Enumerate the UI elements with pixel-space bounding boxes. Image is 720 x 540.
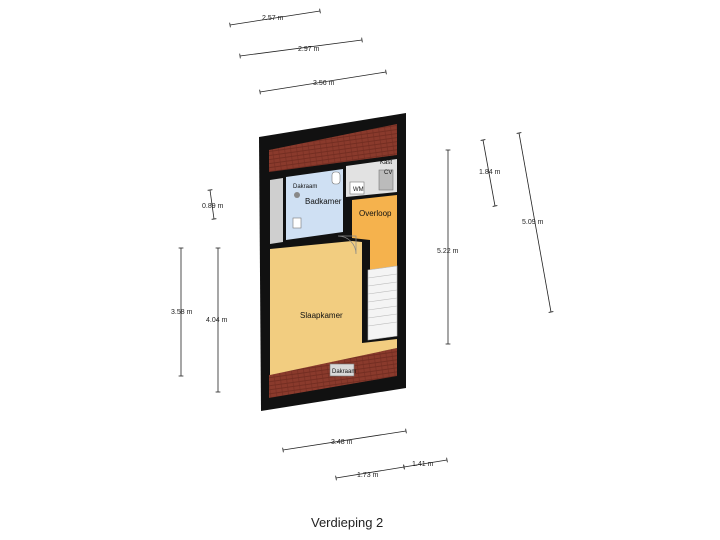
cv-unit-icon	[378, 169, 394, 191]
washing-machine-icon	[349, 181, 365, 195]
dim-right-1: 5.22 m	[437, 248, 459, 255]
dim-left-2: 4.04 m	[206, 317, 228, 324]
dim-bottom-1: 3.48 m	[331, 439, 353, 446]
dim-left-1: 3.58 m	[171, 309, 193, 316]
dim-line-bottom-2a	[335, 464, 405, 481]
door-swing-icon	[337, 235, 357, 255]
roof-tiles-top	[269, 124, 397, 172]
dim-left-short: 0.89 m	[202, 203, 224, 210]
dim-line-right-2	[480, 139, 498, 207]
landing-floor	[352, 195, 397, 270]
label-dakraam-top: Dakraam	[293, 184, 317, 190]
sink-icon	[292, 217, 302, 229]
label-dakraam-bottom: Dakraam	[332, 369, 356, 375]
storage-left	[270, 178, 283, 244]
dim-bottom-2a: 1.73 m	[357, 472, 379, 479]
dim-top-1: 2.57 m	[262, 15, 284, 22]
label-badkamer: Badkamer	[305, 197, 342, 206]
bedroom-floor	[270, 241, 397, 375]
dim-bottom-2b: 1.41 m	[412, 461, 434, 468]
dim-line-bottom-1	[282, 428, 407, 453]
stairs	[367, 265, 398, 341]
label-slaapkamer: Slaapkamer	[300, 311, 343, 320]
dim-line-top-2	[239, 37, 363, 59]
skylight-bottom-icon	[329, 363, 355, 377]
dim-line-bottom-2b	[403, 457, 448, 470]
toilet-icon	[331, 171, 341, 185]
dim-line-left-short	[207, 189, 217, 220]
dim-line-right-3	[516, 132, 554, 313]
floor-title: Verdieping 2	[311, 515, 383, 530]
label-kast: Kast	[380, 160, 392, 166]
dim-top-3: 3.56 m	[313, 80, 335, 87]
shower-drain-icon	[294, 192, 300, 198]
label-cv: CV	[384, 170, 392, 176]
dim-right-2: 1.84 m	[479, 169, 501, 176]
label-wm: WM	[353, 187, 364, 193]
dim-line-top-1	[229, 8, 321, 28]
dim-line-top-3	[259, 69, 387, 95]
dim-right-3: 5.09 m	[522, 219, 544, 226]
label-overloop: Overloop	[359, 209, 392, 218]
dim-top-2: 2.97 m	[298, 46, 320, 53]
stair-steps	[367, 273, 398, 327]
